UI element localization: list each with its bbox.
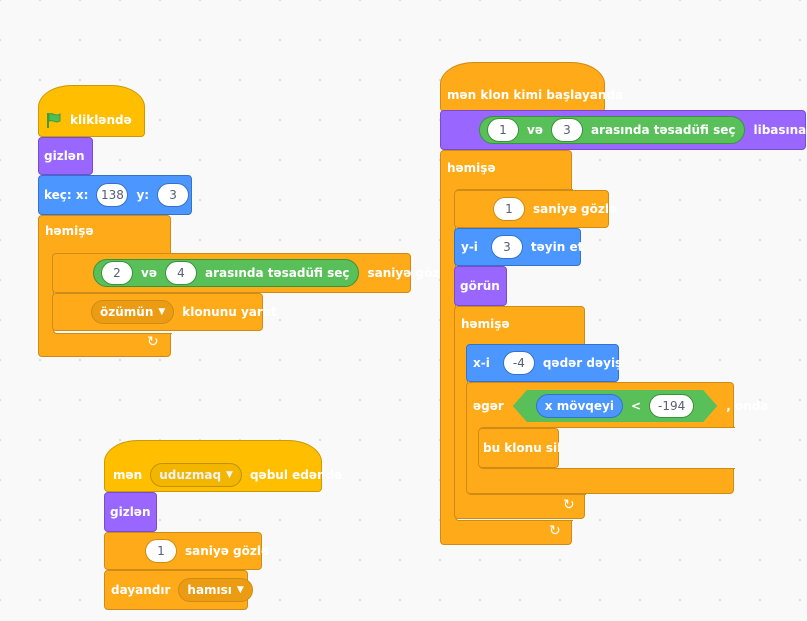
hide-block[interactable]: gizlən <box>38 137 93 175</box>
wait-block[interactable]: 2 və 4 arasında təsadüfi seç saniyə gözl… <box>52 253 452 293</box>
wait-label: saniyə gözlə <box>533 202 618 216</box>
wait-block-3[interactable]: 1 saniyə gözlə <box>454 190 617 228</box>
random-to-input[interactable]: 4 <box>164 261 197 285</box>
compare-input[interactable]: -194 <box>649 394 694 418</box>
dropdown-arrow-icon: ▼ <box>226 470 233 480</box>
set-y-block[interactable]: y-i 3 təyin et <box>454 228 583 266</box>
stop-label: dayandır <box>111 583 171 597</box>
delete-clone-label: bu klonu sil <box>483 441 562 455</box>
hat-label: mən klon kimi başlayanda <box>447 88 624 102</box>
wait-block-2[interactable]: 1 saniyə gözlə <box>104 532 269 570</box>
green-flag-icon <box>47 113 61 128</box>
show-label: görün <box>460 279 500 293</box>
change-x-suffix: qədər dəyiş <box>542 356 623 370</box>
if-header: əgər x mövqeyi < -194 , onda <box>467 387 773 425</box>
random-from-input[interactable]: 2 <box>101 261 133 285</box>
goto-label: keç: x: <box>44 188 89 202</box>
pick-random-reporter[interactable]: 1 və 3 arasında təsadüfi seç <box>479 116 746 144</box>
goto-y-label: y: <box>136 188 150 202</box>
forever-label: həmişə <box>45 224 94 238</box>
change-x-label: x-i <box>473 356 490 370</box>
goto-xy-block[interactable]: keç: x: 138 y: 3 <box>38 175 192 215</box>
message-dropdown[interactable]: uduzmaq ▼ <box>150 463 242 487</box>
random-from-input[interactable]: 1 <box>487 118 519 142</box>
and-label: və <box>141 266 157 280</box>
wait-input[interactable]: 1 <box>145 539 177 563</box>
x-position-label: x mövqeyi <box>544 399 614 413</box>
hide-label: gizlən <box>44 149 85 163</box>
hide-label: gizlən <box>110 505 151 519</box>
wait-label: saniyə gözlə <box>185 544 270 558</box>
wait-label: saniyə gözlə <box>367 266 452 280</box>
costume-label: libasına dəyiş <box>753 123 807 137</box>
when-start-as-clone-hat[interactable]: mən klon kimi başlayanda <box>440 62 623 112</box>
random-to-input[interactable]: 3 <box>550 118 583 142</box>
x-position-reporter[interactable]: x mövqeyi <box>536 394 623 418</box>
forever-label: həmişə <box>461 317 510 331</box>
change-x-block[interactable]: x-i -4 qədər dəyiş <box>466 344 622 382</box>
dropdown-arrow-icon: ▼ <box>236 585 244 595</box>
loop-arrow-icon: ↻ <box>563 497 575 513</box>
random-label: arasında təsadüfi seç <box>204 266 350 280</box>
clone-label: klonunu yarat <box>182 305 277 319</box>
when-flag-clicked-hat[interactable]: klikləndə <box>38 85 145 137</box>
forever-label: həmişə <box>447 161 496 175</box>
pick-random-reporter[interactable]: 2 və 4 arasında təsadüfi seç <box>93 259 360 287</box>
set-y-input[interactable]: 3 <box>490 235 523 259</box>
create-clone-block[interactable]: özümün ▼ klonunu yarat <box>52 293 277 331</box>
show-block[interactable]: görün <box>454 266 507 306</box>
switch-costume-block[interactable]: 1 və 3 arasında təsadüfi seç libasına də… <box>440 110 807 150</box>
stop-option-dropdown[interactable]: hamısı ▼ <box>178 578 253 602</box>
hat-label: klikləndə <box>70 113 132 127</box>
hide-block-2[interactable]: gizlən <box>104 492 157 532</box>
wait-input[interactable]: 1 <box>493 197 525 221</box>
random-label: arasında təsadüfi seç <box>590 123 736 137</box>
dropdown-arrow-icon: ▼ <box>158 307 166 317</box>
delete-clone-block[interactable]: bu klonu sil <box>478 428 561 468</box>
goto-y-input[interactable]: 3 <box>157 183 190 207</box>
set-y-suffix: təyin et <box>530 240 584 254</box>
when-broadcast-received-hat[interactable]: mən uduzmaq ▼ qəbul edəndə <box>104 440 342 492</box>
message-value: uduzmaq <box>159 468 222 482</box>
stop-block[interactable]: dayandır hamısı ▼ <box>104 570 253 610</box>
clone-target-dropdown[interactable]: özümün ▼ <box>91 300 175 324</box>
then-label: , onda <box>726 399 769 413</box>
if-label: əgər <box>473 399 504 413</box>
stop-option-value: hamısı <box>187 583 232 597</box>
less-than-operator[interactable]: x mövqeyi < -194 <box>513 390 717 422</box>
clone-target-value: özümün <box>100 305 154 319</box>
and-label: və <box>527 123 543 137</box>
change-x-input[interactable]: -4 <box>502 351 535 375</box>
hat-prefix: mən <box>113 468 143 482</box>
less-than-symbol: < <box>630 399 642 413</box>
goto-x-input[interactable]: 138 <box>96 183 129 207</box>
hat-suffix: qəbul edəndə <box>249 468 343 482</box>
loop-arrow-icon: ↻ <box>549 523 561 539</box>
loop-arrow-icon: ↻ <box>147 334 159 350</box>
set-y-label: y-i <box>461 240 478 254</box>
